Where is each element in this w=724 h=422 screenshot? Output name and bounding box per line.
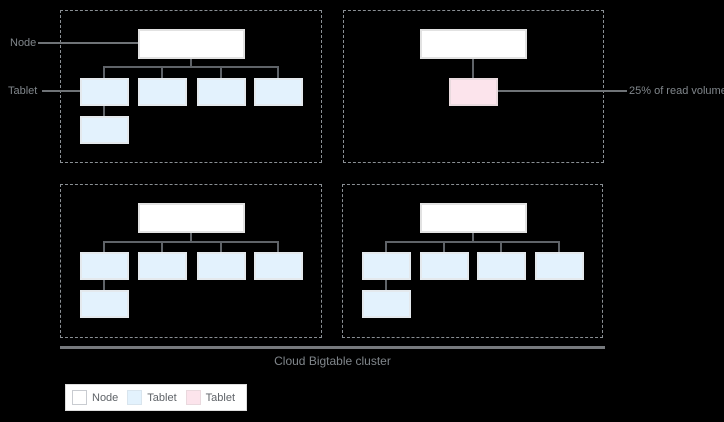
tablet — [477, 252, 526, 280]
read-volume-label: 25% of read volume — [629, 85, 724, 97]
tablet — [362, 252, 411, 280]
connector-line — [103, 67, 105, 78]
tablet — [535, 252, 584, 280]
node-group-1 — [60, 10, 322, 163]
connector-line — [277, 242, 279, 252]
cluster-boundary-line — [60, 346, 605, 349]
connector-line — [472, 232, 474, 242]
connector-line — [443, 242, 445, 252]
legend: Node Tablet Tablet — [65, 384, 248, 411]
tablet — [80, 252, 129, 280]
connector-line — [558, 242, 560, 252]
node-box — [420, 29, 527, 59]
connector-line — [190, 58, 192, 67]
connector-line — [385, 241, 560, 243]
tablet — [420, 252, 469, 280]
node-box — [138, 29, 245, 59]
hot-tablet — [449, 78, 498, 106]
connector-line — [103, 66, 279, 68]
connector-line — [385, 242, 387, 252]
connector-line — [103, 241, 279, 243]
node-swatch — [72, 390, 87, 405]
tablet — [254, 252, 303, 280]
read-volume-leader-line — [497, 90, 627, 92]
tablet-leader-line — [42, 90, 80, 92]
tablet — [197, 252, 246, 280]
tablet — [138, 78, 187, 106]
tablet — [254, 78, 303, 106]
connector-line — [385, 279, 387, 291]
tablet — [80, 290, 129, 318]
tablet — [138, 252, 187, 280]
legend-item-node: Node — [72, 390, 118, 405]
tablet-swatch — [127, 390, 143, 405]
legend-label-node: Node — [92, 391, 119, 404]
tablet — [80, 78, 129, 106]
node-group-3 — [60, 184, 322, 338]
hot-tablet-swatch — [185, 390, 201, 405]
connector-line — [277, 67, 279, 78]
node-pointer-label: Node — [10, 37, 37, 49]
tablet-pointer-label: Tablet — [8, 85, 38, 97]
node-box — [138, 203, 245, 233]
tablet — [197, 78, 246, 106]
legend-label-hot-tablet: Tablet — [205, 391, 236, 404]
node-group-2 — [343, 10, 604, 163]
legend-label-tablet: Tablet — [147, 391, 177, 404]
node-box — [420, 203, 527, 233]
cluster-label: Cloud Bigtable cluster — [274, 354, 391, 368]
legend-item-tablet: Tablet — [127, 390, 177, 405]
connector-line — [220, 242, 222, 252]
connector-line — [103, 242, 105, 252]
connector-line — [161, 242, 163, 252]
tablet — [362, 290, 411, 318]
connector-line — [103, 105, 105, 117]
connector-line — [500, 242, 502, 252]
connector-line — [190, 232, 192, 242]
tablet — [80, 116, 129, 144]
connector-line — [161, 67, 163, 78]
node-leader-line — [38, 42, 138, 44]
node-group-4 — [342, 184, 603, 338]
connector-line — [220, 67, 222, 78]
legend-item-hot-tablet: Tablet — [185, 390, 236, 405]
connector-line — [472, 58, 474, 79]
connector-line — [103, 279, 105, 291]
